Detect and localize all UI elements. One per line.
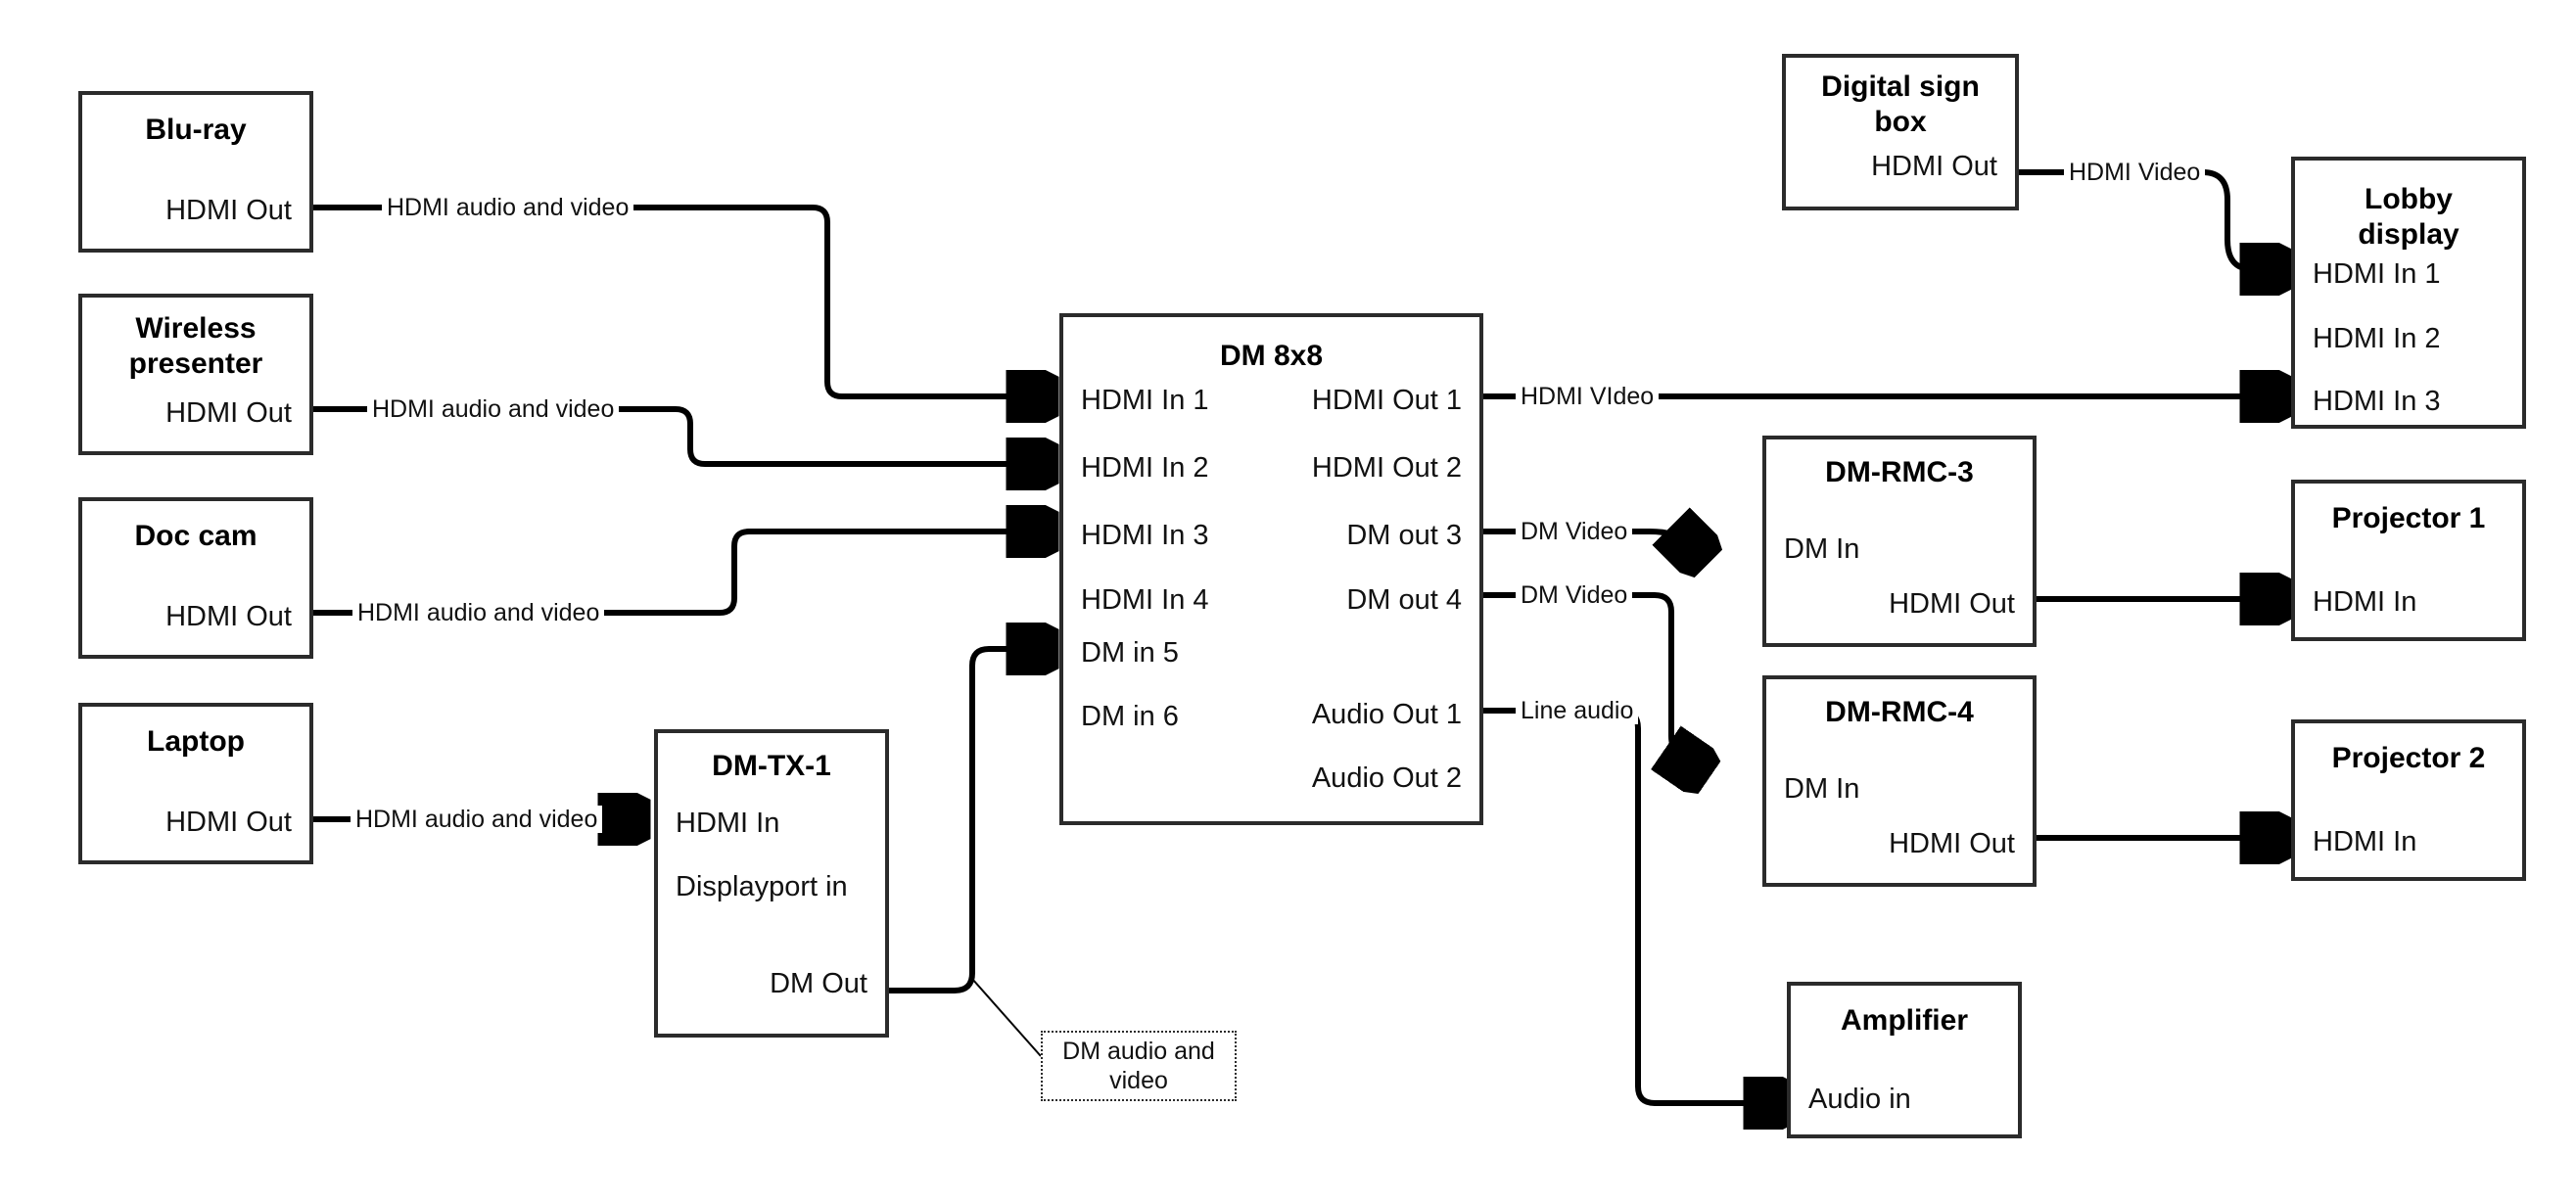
wire-label-dm-out3: DM Video: [1516, 518, 1633, 545]
wire-label-digitalsign: HDMI Video: [2064, 159, 2206, 186]
port-dm-tx-1-displayport-in[interactable]: Displayport in: [676, 871, 848, 902]
port-dm-8x8-audio-out-1[interactable]: Audio Out 1: [1311, 699, 1462, 730]
device-doc-cam[interactable]: Doc cam HDMI Out: [78, 497, 313, 659]
wire-label-hdmi-out1: HDMI VIdeo: [1516, 383, 1660, 410]
port-bluray-hdmi-out[interactable]: HDMI Out: [165, 195, 292, 226]
wire-dm-out4-to-dmrmc4: [1483, 592, 1702, 772]
device-dm-tx-1-title: DM-TX-1: [712, 750, 831, 782]
wire-label-doccam: HDMI audio and video: [352, 599, 605, 626]
port-dm-8x8-hdmi-in-4[interactable]: HDMI In 4: [1081, 584, 1209, 616]
port-lobby-display-hdmi-in-3[interactable]: HDMI In 3: [2313, 386, 2441, 417]
wire-label-dm-out4: DM Video: [1516, 581, 1633, 609]
callout-dm-audio-video: DM audio and video: [1041, 1031, 1237, 1101]
wire-audio-out1-to-amplifier: [1483, 708, 1787, 1103]
device-bluray[interactable]: Blu-ray HDMI Out: [78, 91, 313, 253]
wire-label-bluray: HDMI audio and video: [382, 194, 634, 221]
port-dm-8x8-hdmi-out-2[interactable]: HDMI Out 2: [1311, 452, 1462, 484]
device-dm-8x8[interactable]: DM 8x8 HDMI In 1 HDMI In 2 HDMI In 3 HDM…: [1059, 313, 1483, 825]
port-dm-8x8-audio-out-2[interactable]: Audio Out 2: [1311, 762, 1462, 794]
device-projector-2-title: Projector 2: [2331, 742, 2486, 774]
device-dm-rmc-4-title: DM-RMC-4: [1825, 696, 1974, 728]
port-dm-8x8-hdmi-in-3[interactable]: HDMI In 3: [1081, 520, 1209, 551]
port-dm-8x8-hdmi-in-1[interactable]: HDMI In 1: [1081, 385, 1209, 416]
port-dm-tx-1-hdmi-in[interactable]: HDMI In: [676, 808, 780, 839]
port-dm-rmc-4-hdmi-out[interactable]: HDMI Out: [1889, 828, 2015, 859]
device-projector-1[interactable]: Projector 1 HDMI In: [2291, 480, 2526, 641]
device-projector-2[interactable]: Projector 2 HDMI In: [2291, 719, 2526, 881]
port-dm-rmc-3-hdmi-out[interactable]: HDMI Out: [1889, 588, 2015, 620]
port-dm-tx-1-dm-out[interactable]: DM Out: [770, 968, 867, 999]
wire-bluray-to-hdmi-in1: [313, 205, 1050, 396]
port-dm-8x8-hdmi-out-1[interactable]: HDMI Out 1: [1311, 385, 1462, 416]
port-dm-8x8-dm-out-4[interactable]: DM out 4: [1346, 584, 1462, 616]
wire-label-wireless: HDMI audio and video: [367, 395, 620, 423]
wire-digitalsign-to-lobby-hdmi-in1: [2019, 169, 2283, 269]
port-doc-cam-hdmi-out[interactable]: HDMI Out: [165, 601, 292, 632]
device-dm-rmc-4[interactable]: DM-RMC-4 DM In HDMI Out: [1762, 675, 2037, 887]
port-wireless-presenter-hdmi-out[interactable]: HDMI Out: [165, 397, 292, 429]
device-lobby-display-title-line2: display: [2358, 218, 2459, 251]
port-projector-2-hdmi-in[interactable]: HDMI In: [2313, 826, 2417, 857]
device-wireless-presenter-title-line1: Wireless: [135, 312, 257, 345]
port-dm-8x8-hdmi-in-2[interactable]: HDMI In 2: [1081, 452, 1209, 484]
device-digital-sign-box-title-line1: Digital sign: [1821, 70, 1980, 103]
port-laptop-hdmi-out[interactable]: HDMI Out: [165, 807, 292, 838]
device-dm-8x8-title: DM 8x8: [1219, 340, 1324, 372]
device-digital-sign-box[interactable]: Digital sign box HDMI Out: [1782, 54, 2019, 210]
wire-label-laptop: HDMI audio and video: [351, 806, 603, 833]
device-digital-sign-box-title-line2: box: [1874, 106, 1927, 138]
port-projector-1-hdmi-in[interactable]: HDMI In: [2313, 586, 2417, 618]
port-lobby-display-hdmi-in-1[interactable]: HDMI In 1: [2313, 258, 2441, 290]
port-dm-8x8-dm-out-3[interactable]: DM out 3: [1346, 520, 1462, 551]
device-laptop-title: Laptop: [147, 725, 245, 758]
device-lobby-display-title-line1: Lobby: [2365, 183, 2453, 215]
device-doc-cam-title: Doc cam: [134, 520, 258, 552]
port-dm-8x8-dm-in-6[interactable]: DM in 6: [1081, 701, 1179, 732]
port-dm-8x8-dm-in-5[interactable]: DM in 5: [1081, 637, 1179, 669]
device-laptop[interactable]: Laptop HDMI Out: [78, 703, 313, 864]
device-dm-tx-1[interactable]: DM-TX-1 HDMI In Displayport in DM Out: [654, 729, 889, 1038]
port-lobby-display-hdmi-in-2[interactable]: HDMI In 2: [2313, 323, 2441, 354]
device-dm-rmc-3-title: DM-RMC-3: [1825, 456, 1974, 488]
port-amplifier-audio-in[interactable]: Audio in: [1808, 1084, 1911, 1115]
device-wireless-presenter-title-line2: presenter: [128, 347, 263, 380]
wire-callout-leader: [971, 978, 1042, 1057]
device-bluray-title: Blu-ray: [145, 114, 247, 146]
port-dm-rmc-3-dm-in[interactable]: DM In: [1784, 533, 1860, 565]
device-amplifier-title: Amplifier: [1840, 1004, 1969, 1037]
device-dm-rmc-3[interactable]: DM-RMC-3 DM In HDMI Out: [1762, 436, 2037, 647]
device-amplifier[interactable]: Amplifier Audio in: [1787, 982, 2022, 1138]
port-dm-rmc-4-dm-in[interactable]: DM In: [1784, 773, 1860, 805]
port-digital-sign-box-hdmi-out[interactable]: HDMI Out: [1871, 151, 1997, 182]
device-projector-1-title: Projector 1: [2331, 502, 2486, 534]
wire-dmtx1-to-dm-in5: [889, 649, 1050, 993]
device-lobby-display[interactable]: Lobby display HDMI In 1 HDMI In 2 HDMI I…: [2291, 157, 2526, 429]
device-wireless-presenter[interactable]: Wireless presenter HDMI Out: [78, 294, 313, 455]
wire-label-audio-out1: Line audio: [1516, 697, 1639, 724]
